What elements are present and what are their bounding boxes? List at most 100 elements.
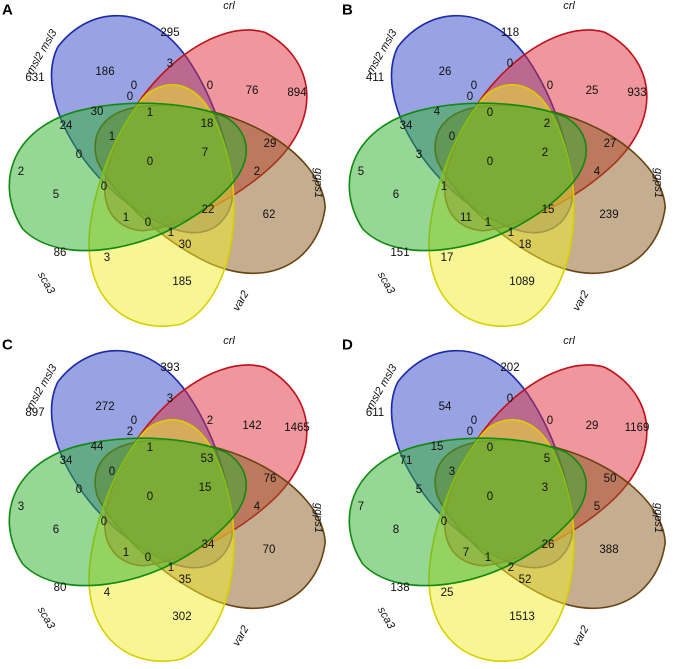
region-count-da: 4 [434,106,441,118]
region-count-bd: 53 [201,453,214,465]
region-count-ce: 29 [264,138,277,150]
set-label-ggps1: ggps1 [312,503,324,533]
region-count-cdea: 1 [508,227,514,239]
region-count-cde: 35 [179,574,192,586]
region-count-eab: 0 [467,91,473,103]
region-count-abc: 0 [207,80,213,92]
set-label-var2: var2 [230,289,251,314]
region-count-de: 25 [441,587,454,599]
region-count-abcd: 3 [449,466,455,478]
region-count-ce: 27 [604,138,617,150]
region-count-cda: 15 [542,204,555,216]
region-count-ab: 26 [439,66,452,78]
region-count-da: 15 [431,441,444,453]
region-count-cdea: 2 [508,562,514,574]
region-count-de: 4 [104,587,111,599]
panel-label: D [342,337,353,354]
region-count-deab: 0 [441,516,447,528]
region-count-e: 138 [390,582,409,594]
set-label-crl: crl [563,0,575,12]
set-label-sca3: sca3 [35,270,57,297]
region-count-ac: 34 [400,120,413,132]
region-count-eac: 6 [393,189,399,201]
region-count-eac: 6 [53,524,59,536]
region-count-cd: 239 [599,209,618,221]
region-count-bce: 3 [542,482,548,494]
region-count-eabc: 0 [131,80,137,92]
region-count-bcde: 11 [460,212,472,224]
region-count-bce: 15 [199,482,212,494]
region-count-eab: 0 [127,91,133,103]
set-label-ggps1: ggps1 [312,168,324,198]
region-count-b: 393 [160,362,179,374]
region-count-da: 44 [91,441,104,453]
region-count-deb: 1 [485,217,491,229]
region-count-all: 0 [487,491,493,503]
region-count-ce: 50 [604,473,617,485]
region-count-cd: 388 [599,544,618,556]
region-count-bd: 18 [201,118,214,130]
region-count-deab: 1 [441,181,447,193]
region-count-deab: 0 [101,516,107,528]
region-count-b: 202 [500,362,519,374]
region-count-cde: 18 [519,239,532,251]
region-count-eac: 5 [53,189,59,201]
region-count-cda: 26 [542,539,555,551]
region-count-ac: 34 [60,455,73,467]
region-count-abcd: 0 [449,131,455,143]
region-count-bce: 2 [542,147,548,159]
region-count-eac: 8 [393,524,399,536]
region-count-eb: 0 [507,393,513,405]
region-count-dea: 0 [76,484,82,496]
set-label-crl: crl [223,0,235,12]
region-count-e: 151 [390,247,409,259]
region-count-eabc: 0 [131,415,137,427]
region-count-c: 1465 [284,422,310,434]
region-count-abd: 0 [487,442,493,454]
region-count-eb: 3 [167,393,173,405]
region-count-ea: 2 [18,166,24,178]
region-count-all: 0 [147,156,153,168]
region-count-cdea: 1 [168,227,174,239]
region-count-ab: 186 [95,66,114,78]
region-count-bcde: 7 [463,547,469,559]
region-count-cda: 34 [202,539,215,551]
region-count-bcd: 4 [594,166,601,178]
region-count-ea: 7 [358,501,364,513]
region-count-bc: 76 [246,85,259,97]
region-count-bc: 25 [586,85,599,97]
region-count-abc: 0 [547,80,553,92]
region-count-eab: 0 [467,426,473,438]
region-count-abd: 0 [487,107,493,119]
region-count-ce: 76 [264,473,277,485]
region-count-all: 0 [487,156,493,168]
region-count-deab: 0 [101,181,107,193]
region-count-eabc: 0 [471,415,477,427]
region-count-b: 118 [501,27,519,39]
region-count-a: 411 [366,72,384,84]
region-count-bcd: 5 [594,501,600,513]
region-count-e: 86 [54,247,67,259]
set-label-sca3: sca3 [35,605,57,632]
region-count-deb: 1 [485,552,491,564]
region-count-bc: 29 [586,420,599,432]
region-count-deb: 0 [145,552,151,564]
region-count-e: 80 [54,582,67,594]
region-count-bcde: 1 [123,212,129,224]
region-count-bd: 5 [544,453,550,465]
set-label-var2: var2 [570,624,591,649]
region-count-abcd: 0 [109,466,115,478]
region-count-da: 30 [91,106,104,118]
region-count-ab: 54 [439,401,452,413]
region-count-abd: 1 [147,442,153,454]
region-count-dea: 5 [416,484,422,496]
panel-label: B [342,2,353,19]
region-count-bcde: 1 [123,547,129,559]
region-count-eb: 3 [167,58,173,70]
region-count-c: 894 [287,87,307,99]
